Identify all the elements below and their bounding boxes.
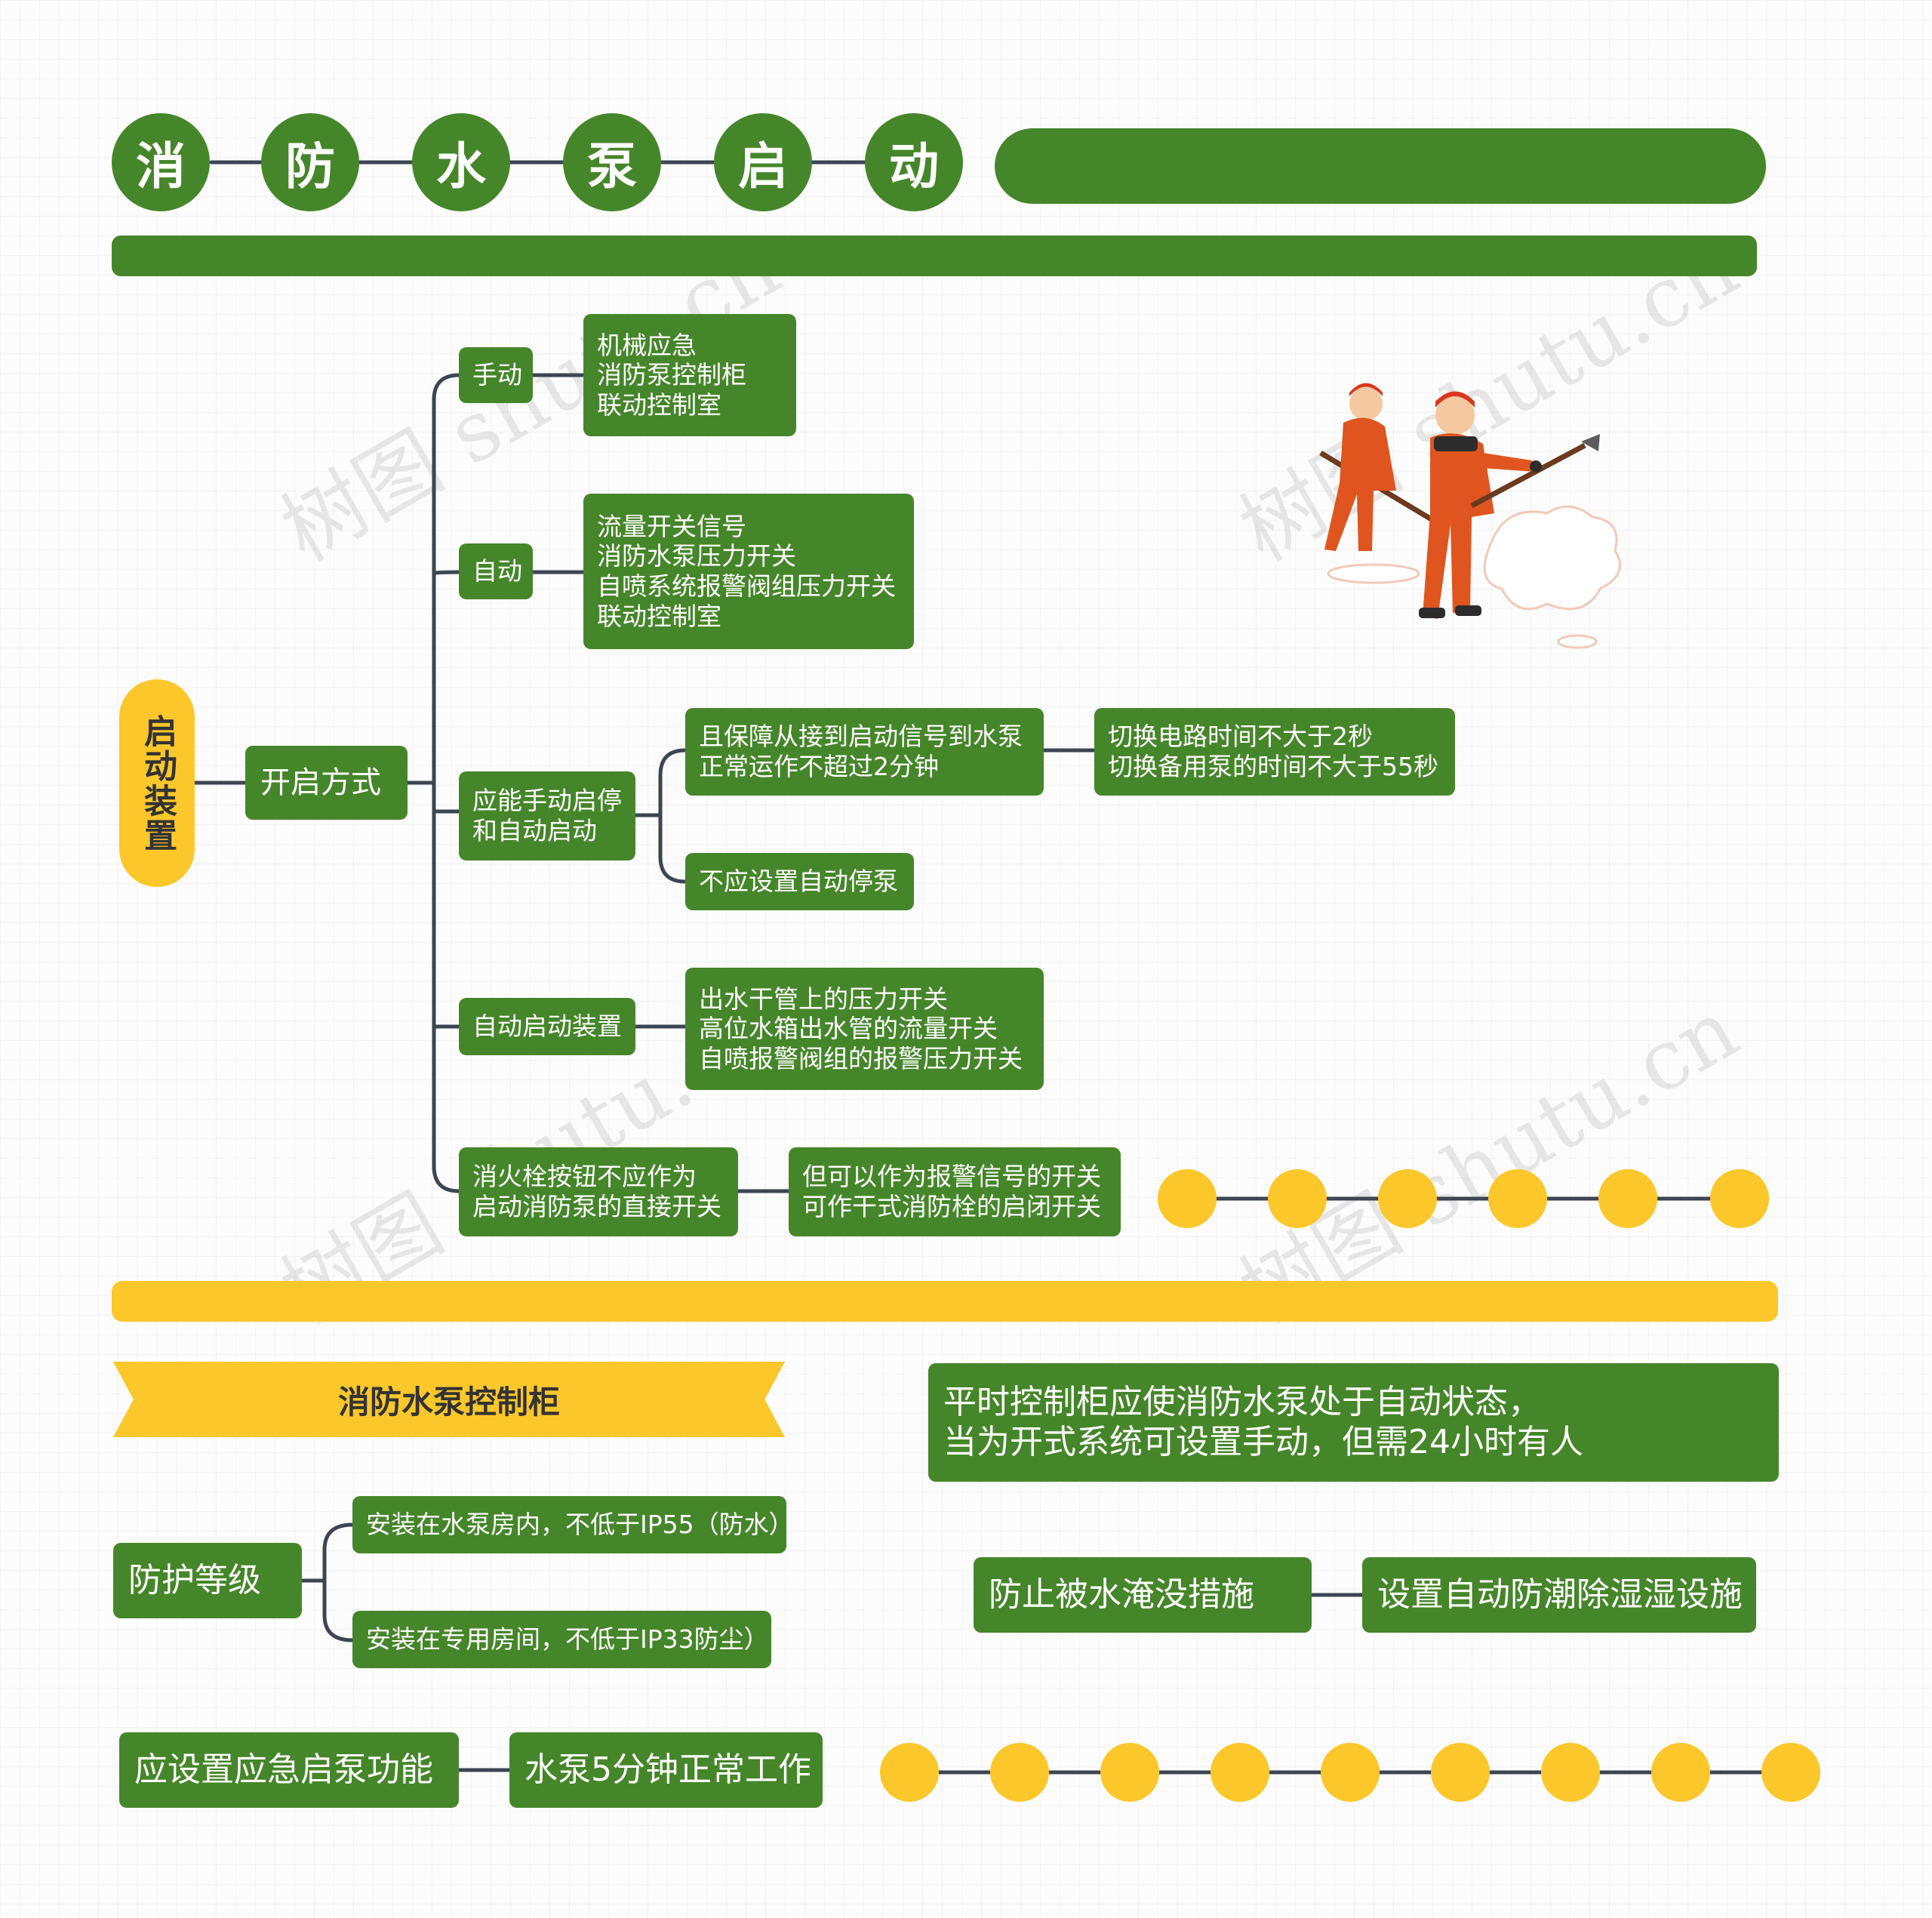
decor-dot xyxy=(1321,1743,1380,1802)
decor-dot xyxy=(990,1743,1049,1802)
decor-dot xyxy=(1598,1169,1657,1228)
auto-device-detail: 出水干管上的压力开关 高位水箱出水管的流量开关 自喷报警阀组的报警压力开关 xyxy=(685,968,1044,1090)
decor-dot xyxy=(1211,1743,1269,1802)
decor-dot xyxy=(1268,1169,1327,1228)
decor-dot xyxy=(1100,1743,1159,1802)
title-banner-bar xyxy=(995,128,1766,204)
node-manual: 手动 xyxy=(459,347,533,403)
decor-dot xyxy=(1158,1169,1217,1228)
decor-dot xyxy=(1761,1743,1820,1802)
node-auto: 自动 xyxy=(459,543,533,599)
hydrant-detail: 但可以作为报警信号的开关 可作干式消防栓的启闭开关 xyxy=(789,1147,1121,1236)
workers-shoveling-snow-illustration xyxy=(1319,383,1622,649)
no-auto-stop-node: 不应设置自动停泵 xyxy=(685,853,914,910)
guarantee-node: 且保障从接到启动信号到水泵 正常运作不超过2分钟 xyxy=(685,708,1044,796)
decor-dot xyxy=(1378,1169,1437,1228)
pump-5min-node: 水泵5分钟正常工作 xyxy=(509,1732,823,1808)
title-underline-bar xyxy=(112,236,1757,276)
decor-dot xyxy=(880,1743,939,1802)
flood-protection-node: 防止被水淹没措施 xyxy=(974,1557,1312,1633)
node-auto-device: 自动启动装置 xyxy=(459,998,635,1055)
cabinet-note: 平时控制柜应使消防水泵处于自动状态， 当为开式系统可设置手动，但需24小时有人 xyxy=(928,1363,1779,1482)
manual-detail: 机械应急 消防泵控制柜 联动控制室 xyxy=(583,314,796,436)
auto-detail: 流量开关信号 消防水泵压力开关 自喷系统报警阀组压力开关 联动控制室 xyxy=(583,494,914,649)
switch-time-node: 切换电路时间不大于2秒 切换备用泵的时间不大于55秒 xyxy=(1094,708,1455,796)
node-manual-and-auto: 应能手动启停 和自动启动 xyxy=(459,771,635,860)
root-node: 启动装置 xyxy=(119,679,195,887)
title-char-6: 动 xyxy=(865,113,963,211)
title-char-5: 启 xyxy=(714,113,812,211)
title-char-4: 泵 xyxy=(563,113,661,211)
cabinet-title-ribbon: 消防水泵控制柜 xyxy=(113,1362,785,1437)
decor-dot xyxy=(1710,1169,1769,1228)
section-divider-bar xyxy=(112,1281,1778,1322)
decor-dot xyxy=(1488,1169,1547,1228)
title-char-1: 消 xyxy=(112,113,210,211)
protection-item-dedicated-room: 安装在专用房间，不低于IP33防尘） xyxy=(352,1611,771,1668)
title-char-2: 防 xyxy=(261,113,359,211)
title-char-3: 水 xyxy=(412,113,510,211)
main-node: 开启方式 xyxy=(245,746,408,820)
dehumidify-node: 设置自动防潮除湿湿设施 xyxy=(1362,1557,1756,1633)
emergency-start-node: 应设置应急启泵功能 xyxy=(119,1732,459,1808)
protection-level-node: 防护等级 xyxy=(113,1543,302,1618)
decor-dot xyxy=(1541,1743,1600,1802)
node-hydrant-button: 消火栓按钮不应作为 启动消防泵的直接开关 xyxy=(459,1147,738,1236)
protection-item-pump-room: 安装在水泵房内，不低于IP55（防水） xyxy=(352,1496,794,1553)
decor-dot xyxy=(1431,1743,1490,1802)
decor-dot xyxy=(1651,1743,1710,1802)
